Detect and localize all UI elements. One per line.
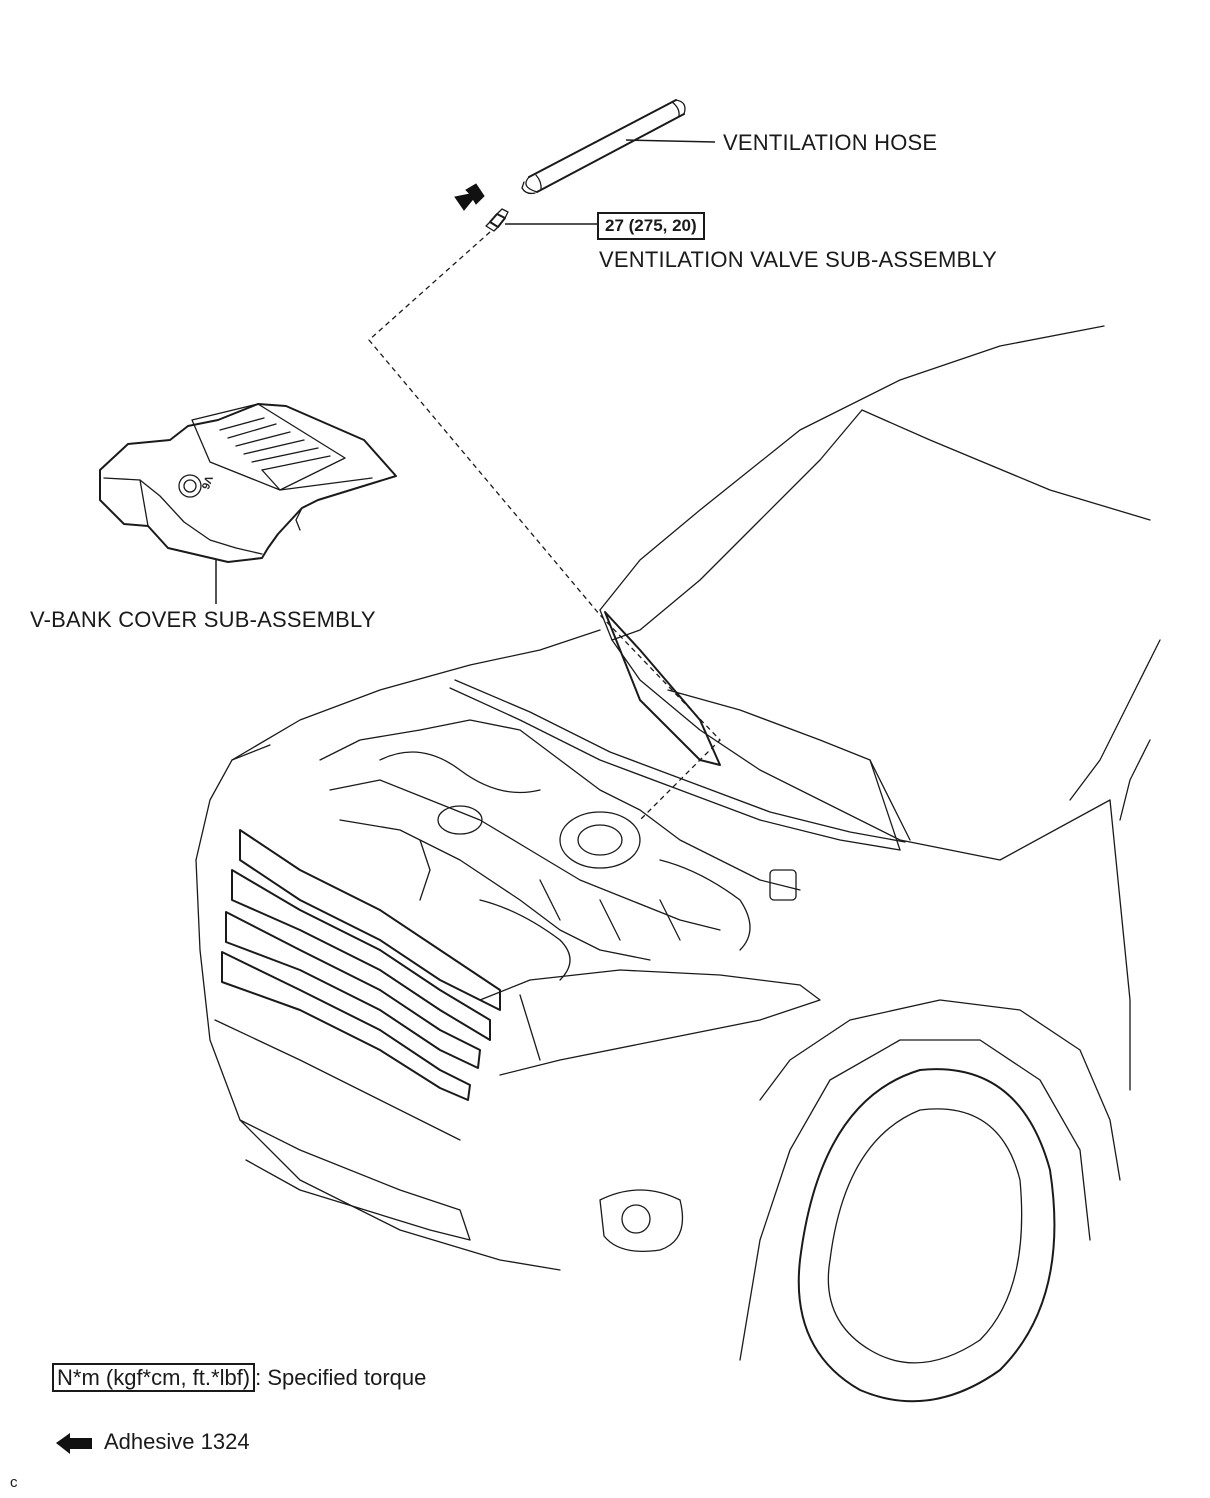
torque-legend-key: N*m (kgf*cm, ft.*lbf) (52, 1363, 256, 1392)
down-right-arrow-icon (454, 183, 485, 211)
torque-legend-desc: : Specified torque (255, 1365, 427, 1390)
torque-legend: N*m (kgf*cm, ft.*lbf): Specified torque (52, 1363, 427, 1392)
installation-locator-line (368, 231, 721, 821)
ventilation-hose-drawing (521, 99, 686, 195)
left-arrow-icon (56, 1433, 92, 1454)
cover-badge: V6 (199, 474, 215, 491)
ventilation-valve-drawing (485, 208, 509, 232)
v-bank-cover-label: V-BANK COVER SUB-ASSEMBLY (30, 607, 376, 632)
ventilation-valve-label: VENTILATION VALVE SUB-ASSEMBLY (599, 247, 998, 272)
corner-mark: c (10, 1474, 18, 1491)
ventilation-hose-label: VENTILATION HOSE (723, 130, 938, 155)
vehicle-front-illustration (195, 325, 1161, 1403)
adhesive-legend: Adhesive 1324 (104, 1428, 250, 1456)
torque-spec-box: 27 (275, 20) (597, 212, 705, 240)
adhesive-legend-label: Adhesive 1324 (104, 1429, 250, 1454)
v-bank-cover-drawing: V6 (99, 403, 397, 563)
ventilation-hose-leader (625, 139, 716, 143)
